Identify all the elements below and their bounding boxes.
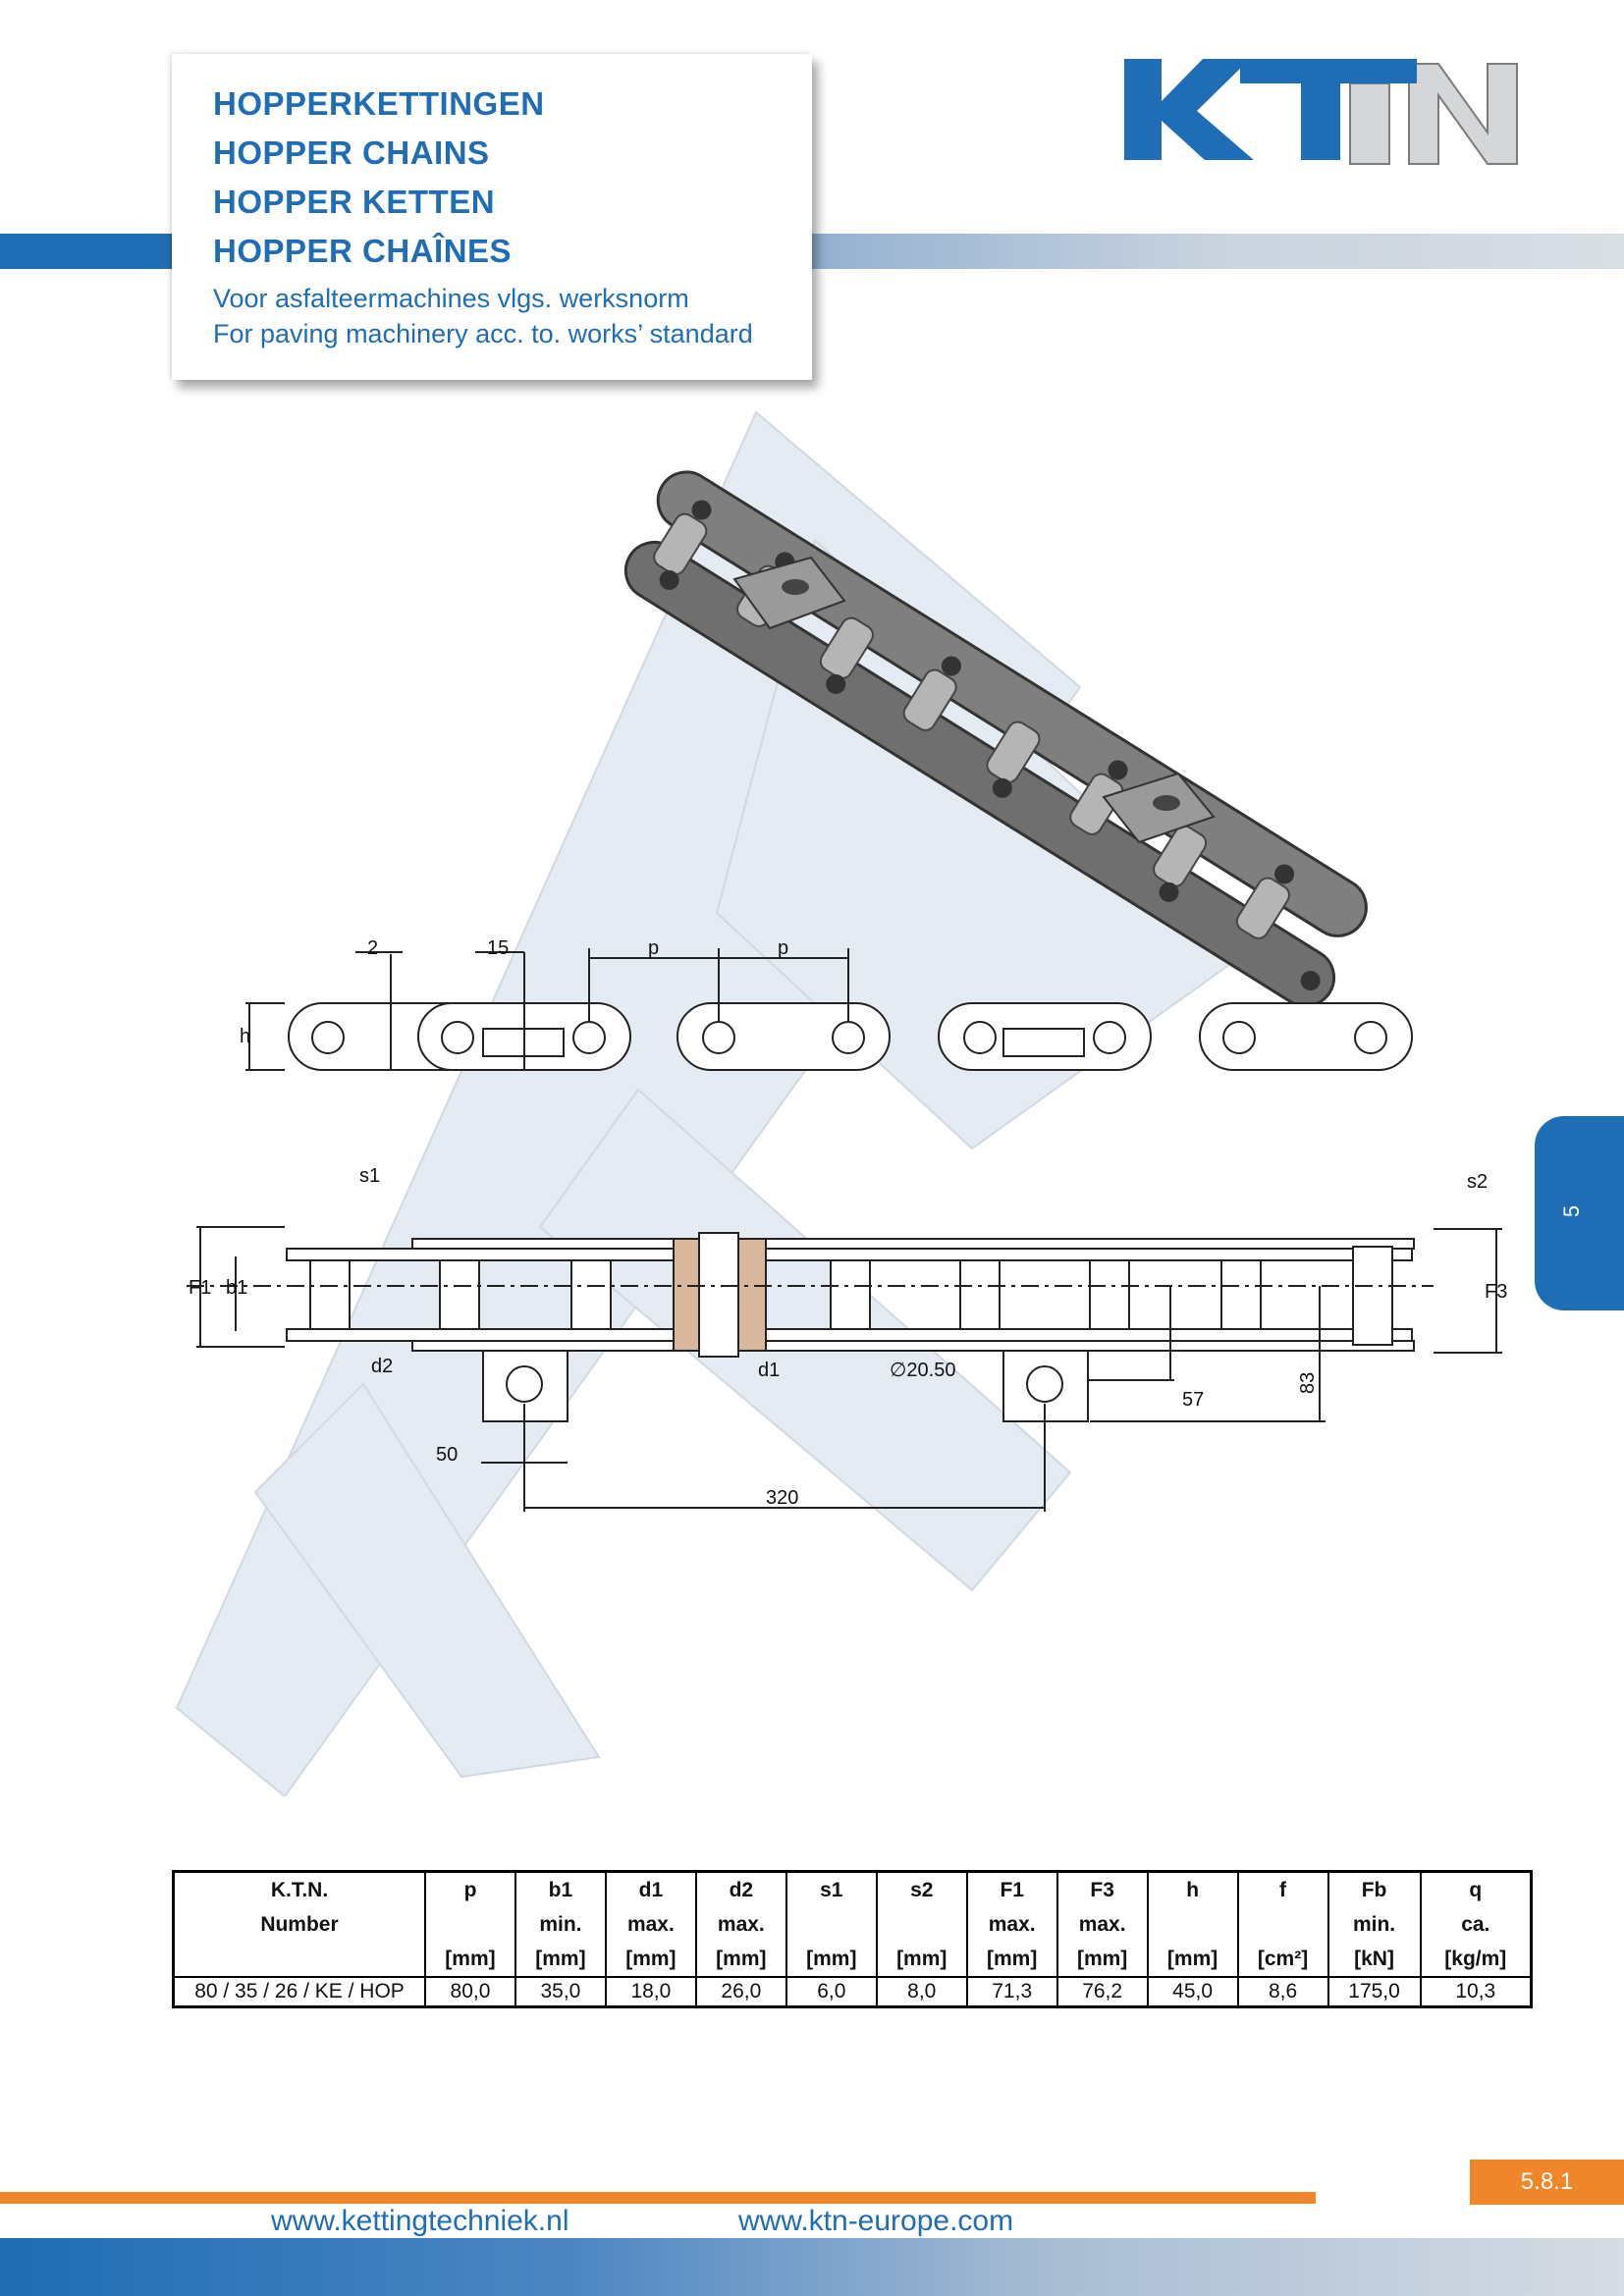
subtitle-english: For paving machinery acc. to. works’ sta… bbox=[213, 319, 753, 348]
dim-57-label: 57 bbox=[1182, 1389, 1204, 1411]
b1-label: b1 bbox=[226, 1277, 247, 1299]
title-german: HOPPER KETTEN bbox=[213, 184, 496, 220]
chain-side-view bbox=[245, 948, 1413, 1071]
col-s1: s1[mm] bbox=[785, 1871, 877, 1977]
cell-Fb: 175,0 bbox=[1326, 1976, 1421, 2007]
dim-15-label: 15 bbox=[487, 937, 509, 959]
cell-b1: 35,0 bbox=[514, 1976, 606, 2007]
cell-d2: 26,0 bbox=[694, 1976, 786, 2007]
link-ktn-europe[interactable]: www.ktn-europe.com bbox=[738, 2205, 1014, 2237]
title-english: HOPPER CHAINS bbox=[213, 134, 490, 171]
cell-F3: 76,2 bbox=[1056, 1976, 1148, 2007]
footer-band bbox=[0, 2238, 1624, 2296]
cell-ktn-number: 80 / 35 / 26 / KE / HOP bbox=[173, 1976, 425, 2007]
footer-orange-bar bbox=[0, 2192, 1316, 2204]
section-tab-label: 5 bbox=[1559, 1204, 1585, 1218]
pitch-label-1: p bbox=[648, 937, 659, 959]
cell-p: 80,0 bbox=[424, 1976, 515, 2007]
section-tab: 5 bbox=[1535, 1116, 1624, 1310]
height-label: h bbox=[240, 1026, 250, 1047]
col-s2: s2[mm] bbox=[875, 1871, 967, 1977]
technical-drawings: 2 15 p p h bbox=[187, 470, 1507, 1512]
dim-2-label: 2 bbox=[367, 937, 378, 959]
cell-F1: 71,3 bbox=[965, 1976, 1057, 2007]
col-h: h[mm] bbox=[1146, 1871, 1238, 1977]
col-p: p[mm] bbox=[424, 1871, 515, 1977]
dim-83-label: 83 bbox=[1297, 1372, 1319, 1394]
title-dutch: HOPPERKETTINGEN bbox=[213, 85, 545, 122]
dim-50-label: 50 bbox=[436, 1444, 458, 1466]
cell-s2: 8,0 bbox=[875, 1976, 967, 2007]
cell-s1: 6,0 bbox=[785, 1976, 877, 2007]
d1-label: d1 bbox=[758, 1360, 780, 1381]
col-f: f[cm²] bbox=[1236, 1871, 1328, 1977]
pitch-label-2: p bbox=[778, 937, 788, 959]
title-french: HOPPER CHAÎNES bbox=[213, 233, 513, 269]
table-row: 80 / 35 / 26 / KE / HOP 80,0 35,0 18,0 2… bbox=[173, 1976, 1532, 2007]
F1-label: F1 bbox=[189, 1277, 211, 1299]
F3-label: F3 bbox=[1485, 1281, 1507, 1303]
chain-plan-view bbox=[187, 1226, 1502, 1512]
chain-3d-render bbox=[623, 470, 1368, 1008]
s2-label: s2 bbox=[1467, 1171, 1488, 1193]
subtitle-dutch: Voor asfalteermachines vlgs. werksnorm bbox=[213, 284, 689, 313]
cell-q: 10,3 bbox=[1419, 1976, 1532, 2007]
link-kettingtechniek[interactable]: www.kettingtechniek.nl bbox=[271, 2205, 569, 2237]
col-ktn-number: K.T.N.Number bbox=[260, 1879, 339, 1936]
cell-d1: 18,0 bbox=[604, 1976, 696, 2007]
d2-label: d2 bbox=[371, 1356, 393, 1377]
page-number: 5.8.1 bbox=[1470, 2160, 1624, 2205]
diameter-label: ∅20.50 bbox=[890, 1360, 955, 1381]
cell-h: 45,0 bbox=[1146, 1976, 1238, 2007]
s1-label: s1 bbox=[359, 1165, 380, 1187]
title-card: HOPPERKETTINGEN HOPPER CHAINS HOPPER KET… bbox=[172, 54, 812, 380]
ktn-logo bbox=[1124, 59, 1518, 165]
dim-320-label: 320 bbox=[766, 1487, 798, 1509]
cell-f: 8,6 bbox=[1236, 1976, 1328, 2007]
